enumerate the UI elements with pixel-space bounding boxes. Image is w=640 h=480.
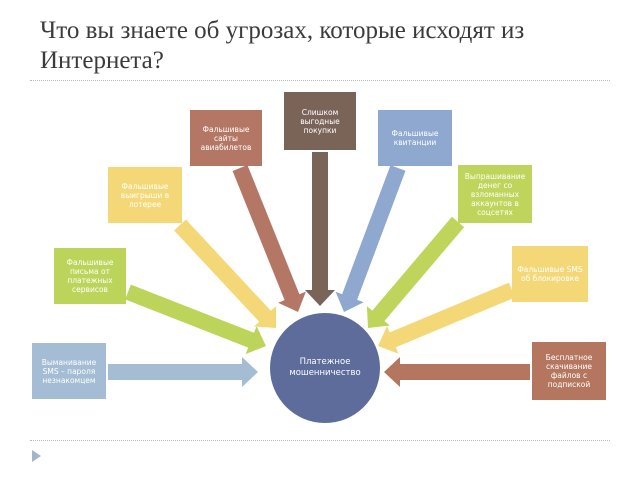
- arrow-1: [108, 357, 258, 387]
- arrow-7: [366, 216, 465, 328]
- slide-title: Что вы знаете об угрозах, которые исходя…: [40, 17, 525, 74]
- center-node: Платежное мошенничество: [270, 313, 380, 423]
- footer-divider: [30, 440, 610, 441]
- threat-label: Выманивание SMS – пароля незнакомцем: [41, 357, 97, 385]
- threat-box-7: Выпрашивание денег со взломанных аккаунт…: [458, 165, 532, 223]
- threat-box-2: Фальшивые письма от платежных сервисов: [54, 248, 126, 304]
- threat-box-9: Бесплатное скачивание файлов с подпиской: [532, 342, 606, 400]
- arrow-8: [378, 282, 516, 354]
- arrow-3: [174, 219, 277, 328]
- threat-label: Фальшивые квитанции: [391, 129, 439, 147]
- arrows-group: [108, 152, 530, 387]
- arrow-6: [335, 165, 406, 312]
- threat-box-5: Слишком выгодные покупки: [284, 92, 356, 150]
- play-triangle-icon[interactable]: [32, 450, 41, 462]
- threat-label: Слишком выгодные покупки: [300, 107, 340, 135]
- arrow-9: [384, 357, 530, 387]
- threat-label: Фальшивые сайты авиабилетов: [200, 124, 252, 152]
- arrow-4: [232, 165, 306, 312]
- arrow-2: [125, 284, 266, 355]
- title-divider: [30, 80, 610, 81]
- threat-label: Выпрашивание денег со взломанных аккаунт…: [464, 171, 526, 217]
- threat-box-3: Фальшивые выигрыши в лотерее: [108, 167, 182, 223]
- threat-label: Фальшивые письма от платежных сервисов: [66, 258, 114, 294]
- threat-label: Бесплатное скачивание файлов с подпиской: [545, 353, 593, 389]
- threat-label: Фальшивые SMS об блокировке: [517, 265, 583, 283]
- threat-box-8: Фальшивые SMS об блокировке: [512, 246, 588, 302]
- threat-box-6: Фальшивые квитанции: [378, 110, 452, 166]
- threat-box-4: Фальшивые сайты авиабилетов: [190, 110, 262, 166]
- center-label: Платежное мошенничество: [289, 357, 361, 378]
- threat-box-1: Выманивание SMS – пароля незнакомцем: [32, 343, 106, 399]
- arrow-5: [305, 152, 335, 306]
- threat-label: Фальшивые выигрыши в лотерее: [120, 181, 170, 209]
